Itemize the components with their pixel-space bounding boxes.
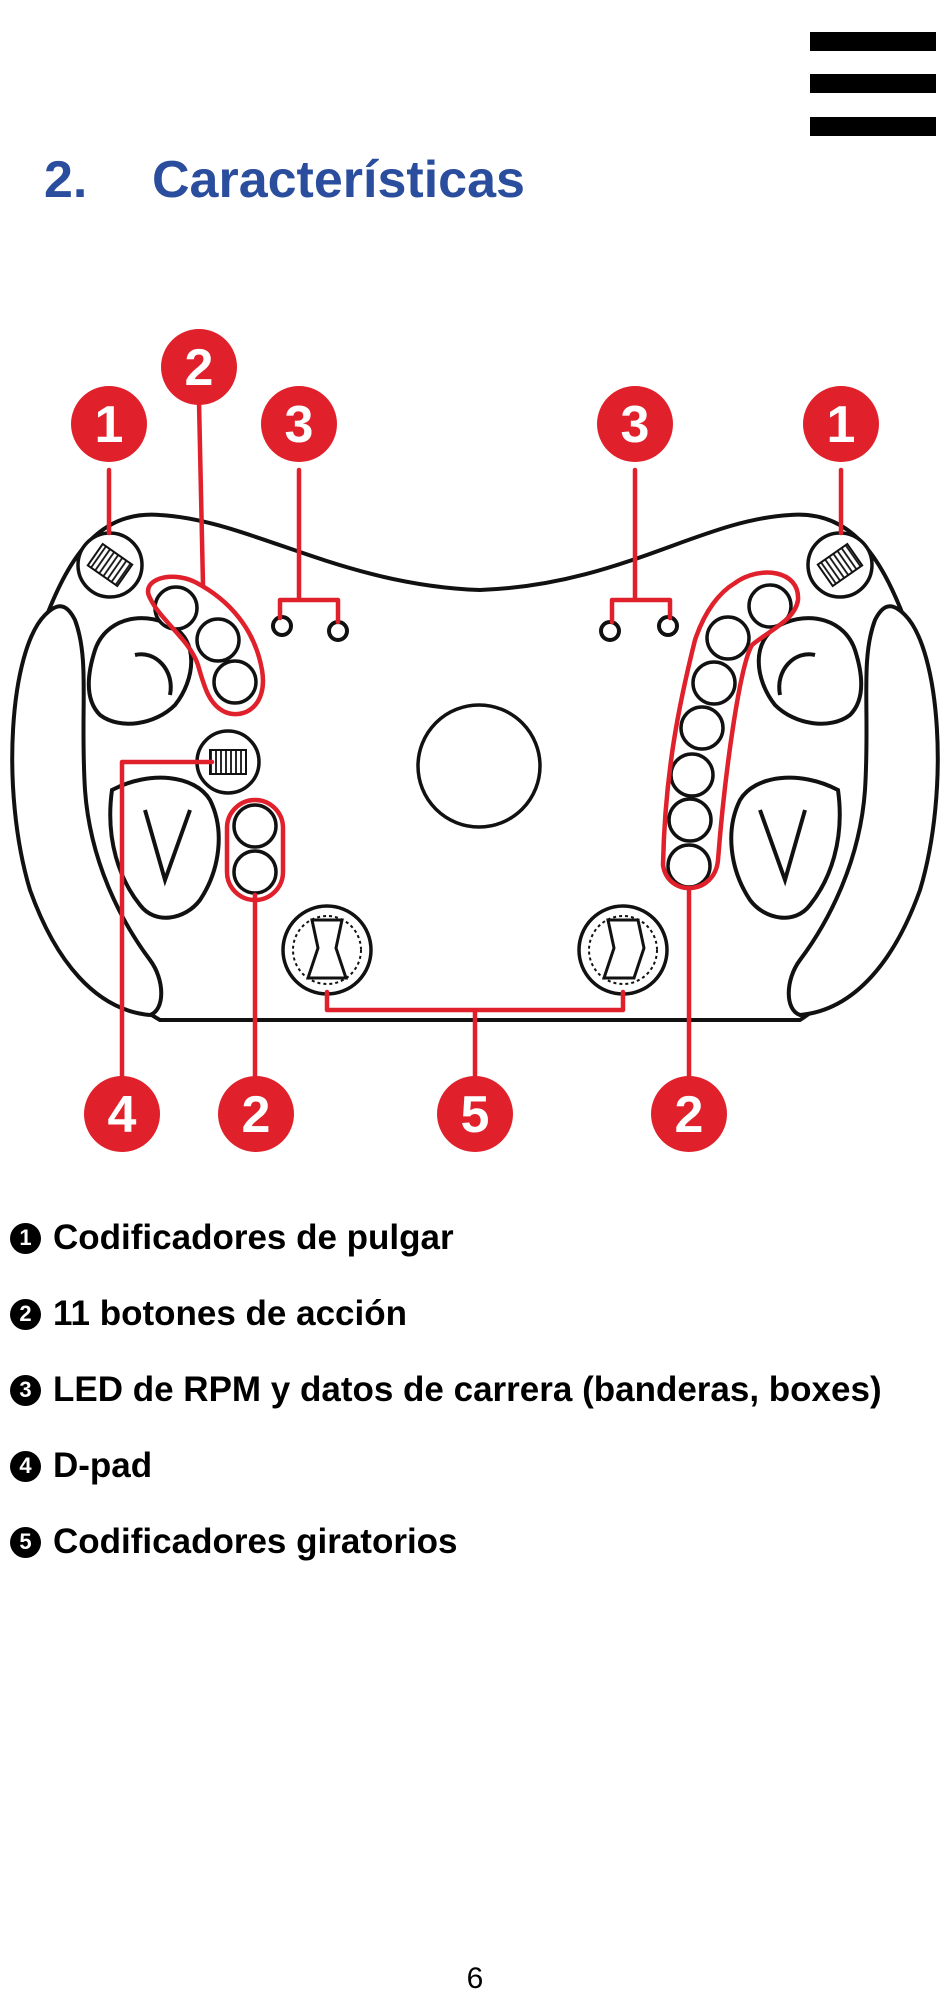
legend-text: 11 botones de acción — [53, 1294, 407, 1333]
action-buttons — [153, 583, 793, 895]
legend-item: 2 11 botones de acción — [10, 1276, 945, 1352]
legend-number-badge: 3 — [10, 1374, 41, 1406]
section-heading: 2. Características — [44, 150, 525, 210]
legend-number-badge: 4 — [10, 1450, 41, 1482]
right-grip — [729, 604, 940, 1018]
action-button[interactable] — [705, 615, 751, 661]
svg-text:1: 1 — [95, 396, 124, 454]
page-number: 6 — [466, 1962, 484, 1995]
callout-lines — [106, 399, 844, 1083]
section-title: Características — [152, 151, 525, 209]
action-button[interactable] — [212, 659, 258, 705]
steering-wheel-diagram: 1 2 3 3 1 4 2 5 2 — [10, 329, 940, 1152]
callout-2-right: 2 — [651, 1076, 727, 1152]
svg-text:3: 3 — [285, 396, 314, 454]
legend-text: Codificadores de pulgar — [53, 1218, 454, 1257]
thumb-encoder-left[interactable] — [76, 531, 144, 599]
led — [327, 620, 349, 642]
svg-text:2: 2 — [185, 339, 214, 397]
action-button[interactable] — [747, 583, 793, 629]
rotary-encoder-left[interactable] — [281, 904, 373, 996]
action-button[interactable] — [691, 660, 737, 706]
action-button[interactable] — [666, 843, 712, 889]
action-button[interactable] — [232, 849, 278, 895]
legend-number-badge: 1 — [10, 1222, 41, 1254]
legend-number-badge: 2 — [10, 1298, 41, 1330]
led — [657, 615, 679, 637]
legend-item: 1 Codificadores de pulgar — [10, 1200, 945, 1276]
hamburger-menu-icon[interactable] — [810, 32, 936, 136]
action-button[interactable] — [669, 752, 715, 798]
action-button[interactable] — [232, 803, 278, 849]
svg-text:3: 3 — [621, 396, 650, 454]
callout-1-left: 1 — [71, 386, 147, 462]
led — [599, 620, 621, 642]
center-display — [416, 703, 542, 829]
legend-text: D-pad — [53, 1446, 153, 1485]
svg-text:2: 2 — [675, 1086, 704, 1144]
led — [271, 615, 293, 637]
callout-badges: 1 2 3 3 1 4 2 5 2 — [71, 329, 879, 1152]
callout-1-right: 1 — [803, 386, 879, 462]
legend-text: Codificadores giratorios — [53, 1522, 458, 1561]
action-button[interactable] — [153, 585, 199, 631]
feature-legend: 1 Codificadores de pulgar 2 11 botones d… — [10, 1200, 945, 1580]
dpad[interactable] — [195, 729, 261, 795]
legend-text: LED de RPM y datos de carrera (banderas,… — [53, 1370, 882, 1409]
legend-item: 3 LED de RPM y datos de carrera (bandera… — [10, 1352, 945, 1428]
left-grip — [10, 604, 221, 1018]
legend-number-badge: 5 — [10, 1526, 41, 1558]
callout-2-bottom-left: 2 — [218, 1076, 294, 1152]
callout-3-left: 3 — [261, 386, 337, 462]
callout-3-right: 3 — [597, 386, 673, 462]
callout-4-dpad: 4 — [84, 1076, 160, 1152]
svg-text:5: 5 — [461, 1086, 490, 1144]
action-button[interactable] — [667, 797, 713, 843]
callout-2-top-left: 2 — [161, 329, 237, 405]
svg-text:4: 4 — [108, 1086, 137, 1144]
rotary-encoder-right[interactable] — [577, 904, 669, 996]
legend-item: 5 Codificadores giratorios — [10, 1504, 945, 1580]
action-button[interactable] — [195, 617, 241, 663]
action-button[interactable] — [679, 705, 725, 751]
svg-text:2: 2 — [242, 1086, 271, 1144]
callout-5-rotary: 5 — [437, 1076, 513, 1152]
thumb-encoder-right[interactable] — [806, 531, 874, 599]
svg-text:1: 1 — [827, 396, 856, 454]
legend-item: 4 D-pad — [10, 1428, 945, 1504]
section-number: 2. — [44, 151, 88, 209]
